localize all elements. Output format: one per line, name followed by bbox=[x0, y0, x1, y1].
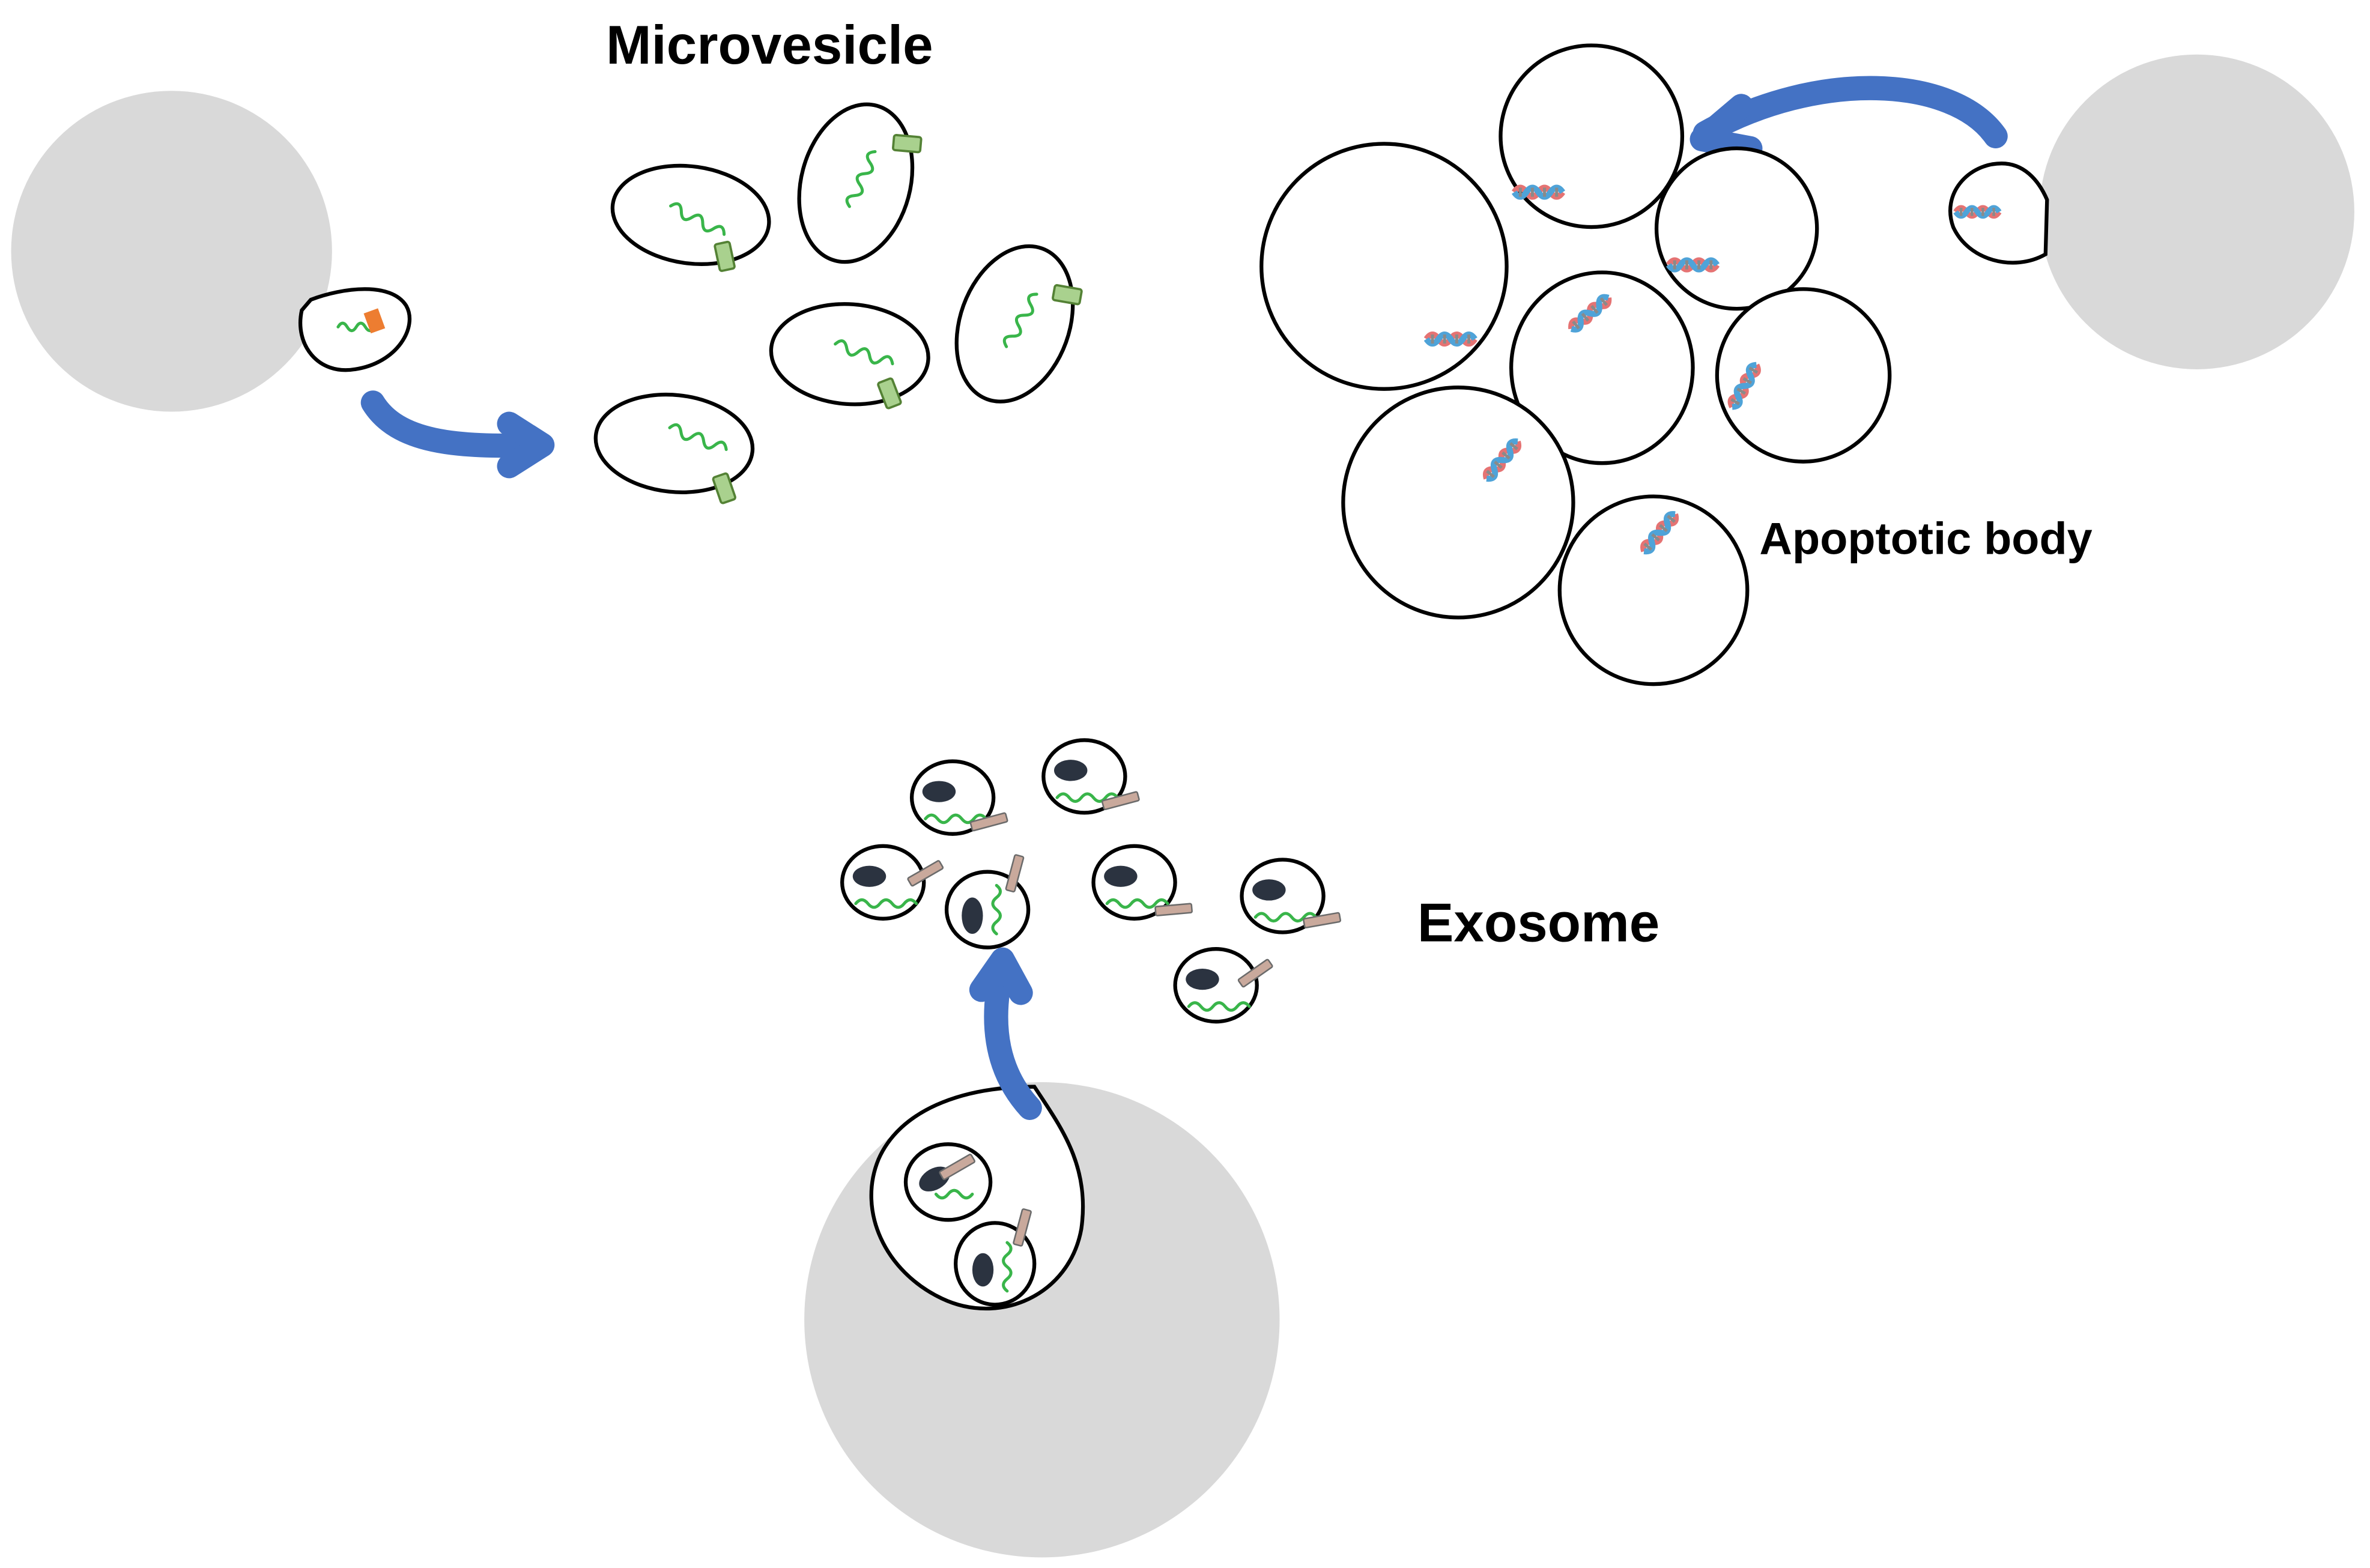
exosome bbox=[1242, 860, 1342, 933]
exosome bbox=[944, 853, 1031, 949]
apoptotic-body-label: Apoptotic body bbox=[1759, 513, 2092, 564]
budding-microvesicle bbox=[299, 287, 411, 372]
apoptotic-body bbox=[1654, 146, 1819, 311]
apoptotic-body bbox=[1499, 43, 1685, 229]
parent-cell-apoptotic bbox=[2039, 54, 2354, 369]
microvesicle bbox=[954, 244, 1083, 404]
multivesicular-body bbox=[869, 1085, 1085, 1311]
apoptotic-body bbox=[1259, 142, 1509, 391]
apoptotic-body bbox=[1557, 494, 1750, 686]
budding-marker bbox=[363, 308, 386, 334]
microvesicle bbox=[610, 163, 771, 273]
exosome-label: Exosome bbox=[1417, 893, 1659, 954]
apoptotic-body-section: Apoptotic body bbox=[1259, 43, 2354, 686]
arrow-microvesicle bbox=[360, 390, 555, 479]
microvesicle-section: Microvesicle bbox=[11, 15, 1083, 505]
microvesicle-label: Microvesicle bbox=[606, 15, 933, 76]
exosome bbox=[1043, 740, 1141, 813]
microvesicle bbox=[593, 392, 755, 505]
arrow-exosome bbox=[969, 947, 1042, 1120]
apoptotic-body bbox=[1341, 386, 1575, 620]
microvesicle bbox=[797, 102, 923, 264]
arrow-apoptotic bbox=[1690, 76, 2008, 161]
intraluminal-vesicle bbox=[903, 1142, 993, 1222]
apoptotic-body bbox=[1715, 287, 1892, 464]
exosome bbox=[1094, 846, 1193, 919]
parent-cell-microvesicle bbox=[11, 91, 332, 412]
apoptotic-body bbox=[1509, 270, 1695, 465]
exosome bbox=[912, 761, 1009, 834]
exosome bbox=[842, 846, 945, 919]
exosome-section: Exosome bbox=[804, 740, 1659, 1558]
intraluminal-vesicle bbox=[954, 1208, 1037, 1307]
microvesicle bbox=[769, 302, 930, 410]
budding-apoptotic-body bbox=[1948, 162, 2049, 265]
exosome bbox=[1175, 949, 1274, 1022]
